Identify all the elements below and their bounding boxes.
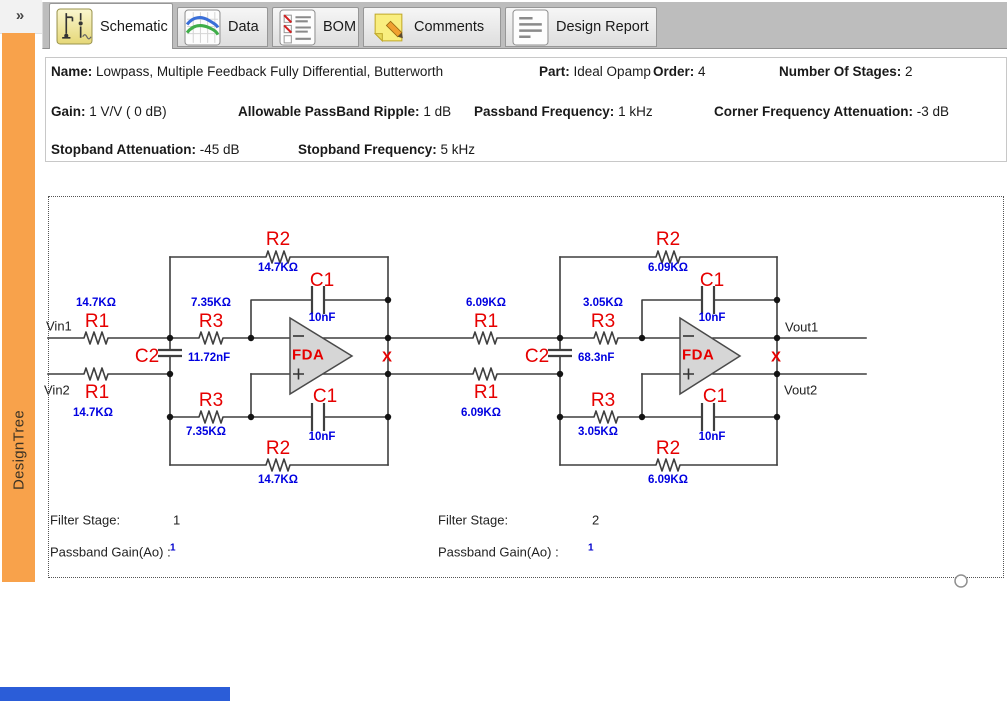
info-passband-frequency: Passband Frequency: 1 kHz <box>474 104 653 119</box>
info-number-of-stages: Number Of Stages: 2 <box>779 64 913 79</box>
tab-data[interactable]: Data <box>177 7 268 47</box>
tab-label-schematic: Schematic <box>100 18 168 35</box>
info-stopband-frequency: Stopband Frequency: 5 kHz <box>298 142 476 157</box>
design-summary-panel: Name: Lowpass, Multiple Feedback Fully D… <box>45 57 1007 162</box>
tab-label-data: Data <box>228 19 259 35</box>
design-report-icon <box>512 9 549 45</box>
info-name: Name: Lowpass, Multiple Feedback Fully D… <box>51 64 444 79</box>
tab-label-design-report: Design Report <box>556 19 649 35</box>
bom-checklist-icon <box>279 9 316 45</box>
tab-schematic[interactable]: Schematic <box>49 3 173 49</box>
schematic-icon <box>56 8 93 45</box>
tab-bar: Schematic Data BOM Comments <box>42 2 1007 49</box>
info-passband-ripple: Allowable PassBand Ripple: 1 dB <box>238 104 452 119</box>
tab-label-comments: Comments <box>414 19 485 35</box>
design-tree-label[interactable]: DesignTree <box>10 410 28 490</box>
data-chart-icon <box>184 9 221 45</box>
info-gain: Gain: 1 V/V ( 0 dB) <box>51 104 167 119</box>
tab-design-report[interactable]: Design Report <box>505 7 657 47</box>
info-corner-attenuation: Corner Frequency Attenuation: -3 dB <box>714 104 950 119</box>
design-tree-panel[interactable]: DesignTree <box>2 33 35 582</box>
collapse-sidebar-button[interactable]: » <box>8 4 32 26</box>
tab-label-bom: BOM <box>323 19 357 35</box>
info-order: Order: 4 <box>653 64 706 79</box>
tab-bom[interactable]: BOM <box>272 7 359 47</box>
info-part: Part: Ideal Opamp <box>539 64 651 79</box>
comments-note-icon <box>373 13 403 42</box>
bottom-blue-bar <box>0 687 230 701</box>
sidebar-header: » <box>0 0 42 34</box>
tab-comments[interactable]: Comments <box>363 7 501 47</box>
schematic-canvas <box>48 196 1004 578</box>
info-stopband-attenuation: Stopband Attenuation: -45 dB <box>51 142 240 157</box>
